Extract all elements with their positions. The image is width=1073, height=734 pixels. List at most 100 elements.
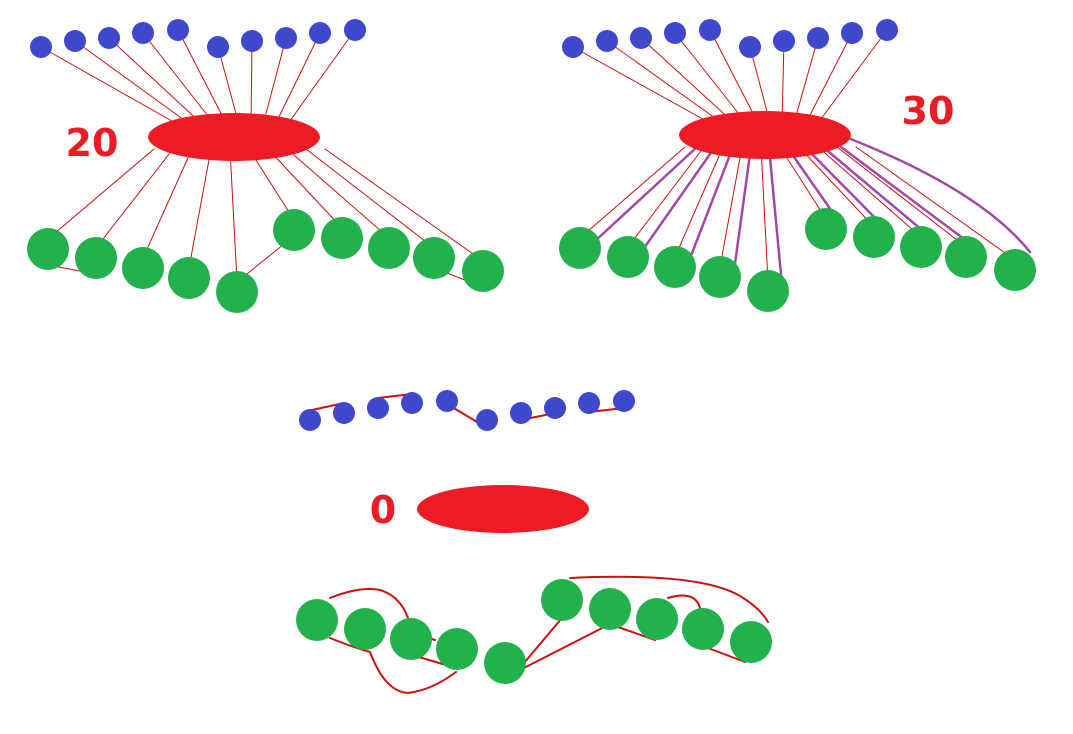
panel-0-bottom-node bbox=[636, 598, 678, 640]
panel-20-top-link bbox=[108, 37, 204, 126]
panel-30-top-link bbox=[805, 32, 853, 124]
panel-20-bottom-link bbox=[324, 148, 484, 262]
panel-0-top-node bbox=[333, 402, 355, 424]
panel-0-top-node bbox=[299, 409, 321, 431]
panel-20-top-node bbox=[167, 19, 189, 41]
panel-30-top-node bbox=[773, 30, 795, 52]
panel-20-top-node bbox=[344, 19, 366, 41]
panel-0-bottom-node bbox=[344, 608, 386, 650]
node-layer bbox=[27, 19, 1036, 684]
panel-30-top-node bbox=[841, 22, 863, 44]
panel-0-top-node bbox=[578, 392, 600, 414]
panel-20-top-node bbox=[64, 30, 86, 52]
panel-30-top-link bbox=[674, 32, 747, 124]
panel-30-extra-link bbox=[846, 136, 1032, 254]
panel-30-top-link bbox=[781, 40, 785, 124]
panel-20-bottom-node bbox=[216, 271, 258, 313]
panel-0-bottom-chain-link bbox=[707, 647, 746, 663]
panel-30-bottom-link bbox=[719, 146, 743, 268]
panel-20-bottom-node bbox=[462, 250, 504, 292]
panel-0-bottom-chain-link bbox=[519, 623, 611, 671]
panel-30-top-node bbox=[630, 27, 652, 49]
panel-20-bottom-node bbox=[413, 237, 455, 279]
panel-20-top-link bbox=[177, 29, 228, 126]
panel-30-bottom-node bbox=[747, 270, 789, 312]
panel-20-bottom-node bbox=[75, 237, 117, 279]
panel-0-top-node bbox=[544, 397, 566, 419]
panel-30-bottom-link bbox=[855, 146, 1016, 261]
panel-20-bottom-link bbox=[248, 148, 295, 221]
panel-30-bottom-node bbox=[853, 216, 895, 258]
panel-20-bottom-node bbox=[122, 247, 164, 289]
panel-30-top-node bbox=[699, 19, 721, 41]
panel-30-extra-link bbox=[640, 145, 717, 253]
panel-20-top-node bbox=[275, 27, 297, 49]
panel-0-bottom-node bbox=[730, 621, 772, 663]
panel-20-top-link bbox=[217, 46, 240, 126]
panel-20-top-link bbox=[274, 32, 321, 126]
panel-0-bottom-node bbox=[390, 618, 432, 660]
panel-30-label: 30 bbox=[902, 89, 955, 133]
panel-0-top-node bbox=[436, 390, 458, 412]
panel-30-top-link bbox=[793, 37, 819, 124]
panel-0-bottom-node bbox=[296, 599, 338, 641]
panel-20-bottom-node bbox=[368, 227, 410, 269]
panel-30-top-link bbox=[817, 29, 888, 124]
panel-30-top-node bbox=[807, 27, 829, 49]
panel-20-bottom-link bbox=[267, 148, 343, 229]
panel-20-top-node bbox=[30, 36, 52, 58]
panel-30-top-node bbox=[876, 19, 898, 41]
panel-30-top-link bbox=[749, 46, 771, 124]
panel-20-top-link bbox=[142, 32, 216, 126]
panel-30-top-link bbox=[606, 40, 723, 124]
panel-20-label: 20 bbox=[66, 121, 119, 165]
panel-0-bottom-chain-link bbox=[667, 594, 701, 609]
panel-30-hub bbox=[679, 111, 851, 159]
panel-20-top-link bbox=[40, 46, 180, 126]
panel-0-bottom-chain-link bbox=[329, 637, 457, 694]
panel-20-top-node bbox=[98, 27, 120, 49]
panel-0-top-node bbox=[401, 392, 423, 414]
panel-20-top-link bbox=[286, 29, 356, 126]
panel-20-bottom-link bbox=[95, 148, 174, 249]
panel-30-bottom-link bbox=[798, 146, 875, 228]
panel-30-bottom-link bbox=[836, 146, 967, 248]
panel-30-bottom-node bbox=[805, 208, 847, 250]
panel-20-bottom-link bbox=[47, 148, 155, 240]
panel-20-top-link bbox=[250, 40, 253, 126]
panel-0-bottom-node bbox=[436, 628, 478, 670]
panel-20-hub bbox=[148, 113, 320, 161]
panel-20-top-link bbox=[74, 40, 192, 126]
panel-30-extra-link bbox=[732, 145, 753, 273]
panel-20-top-node bbox=[241, 30, 263, 52]
panel-0-bottom-node bbox=[589, 588, 631, 630]
panel-0-top-node bbox=[510, 402, 532, 424]
panel-20-bottom-link bbox=[286, 148, 390, 239]
panel-0-hub bbox=[417, 485, 589, 533]
panel-0-top-node bbox=[476, 409, 498, 431]
panel-20-top-node bbox=[132, 22, 154, 44]
panel-20-bottom-link bbox=[229, 148, 238, 283]
panel-30-extra-link bbox=[839, 145, 982, 253]
panel-30-bottom-link bbox=[674, 146, 724, 258]
panel-30-top-link bbox=[572, 46, 711, 124]
panel-30-bottom-link bbox=[579, 146, 686, 239]
panel-30-bottom-node bbox=[994, 249, 1036, 291]
panel-30-top-node bbox=[739, 36, 761, 58]
panel-30-extra-link bbox=[767, 145, 784, 287]
panel-0-label: 0 bbox=[370, 488, 396, 532]
panel-0-bottom-chain-link bbox=[569, 575, 769, 623]
panel-20-bottom-link bbox=[305, 148, 435, 249]
panel-0-bottom-node bbox=[682, 608, 724, 650]
panel-0-top-node bbox=[613, 390, 635, 412]
panel-30-top-node bbox=[562, 36, 584, 58]
panel-20-top-link bbox=[262, 37, 287, 126]
panel-20-bottom-link bbox=[188, 148, 212, 269]
panel-0-top-node bbox=[367, 397, 389, 419]
panel-20-bottom-node bbox=[321, 217, 363, 259]
panel-30-top-node bbox=[596, 30, 618, 52]
panel-20-bottom-link bbox=[142, 148, 193, 259]
panel-30-bottom-link bbox=[817, 146, 922, 238]
